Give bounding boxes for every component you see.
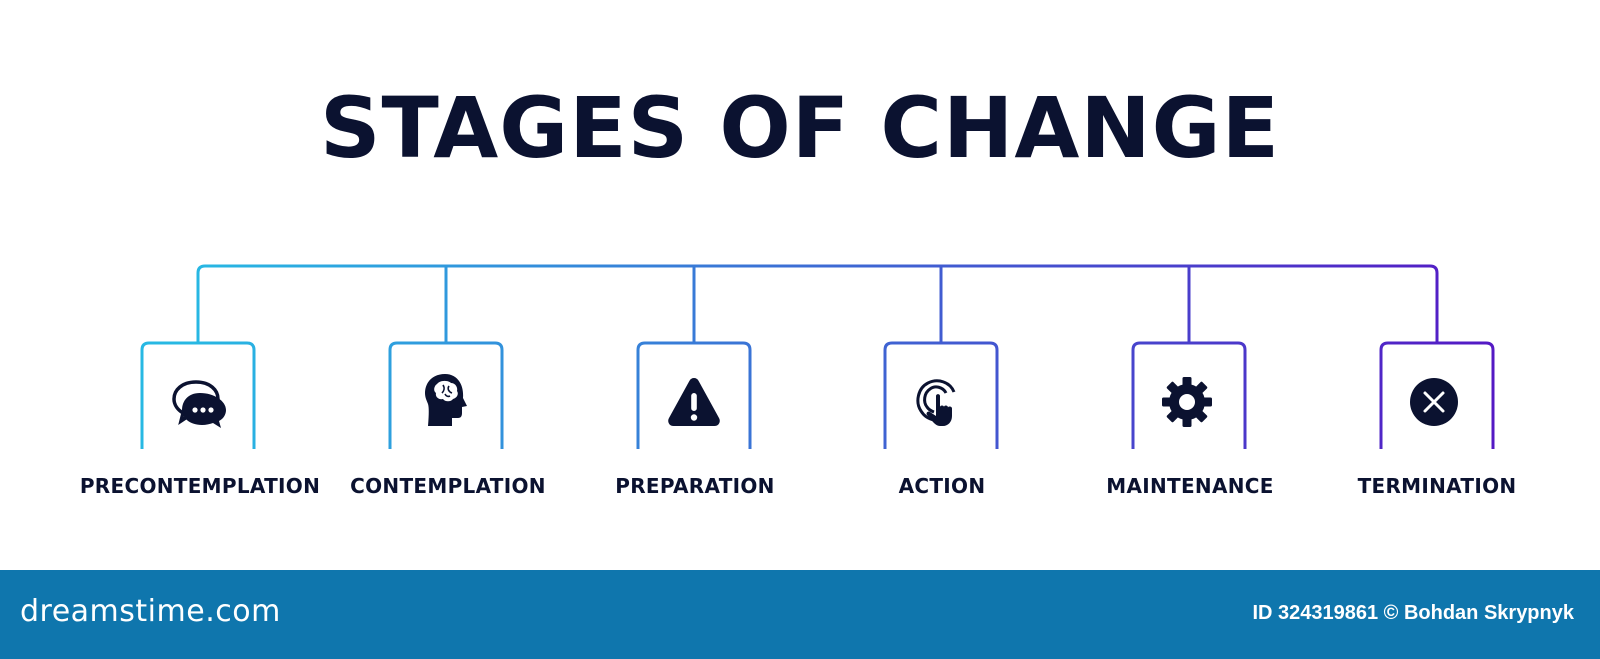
stage-label-action: ACTION xyxy=(898,474,986,498)
stage-label-termination: TERMINATION xyxy=(1357,474,1517,498)
icon-frame xyxy=(1131,341,1247,449)
icon-frame xyxy=(636,341,752,449)
diagram-title: STAGES OF CHANGE xyxy=(320,79,1280,177)
stage-label-contemplation: CONTEMPLATION xyxy=(350,474,546,498)
connector-diagram xyxy=(140,264,1495,449)
connector-bus xyxy=(196,264,1439,343)
close-circle-icon xyxy=(1404,372,1464,432)
click-hand-icon xyxy=(910,370,970,430)
gear-icon xyxy=(1157,372,1217,432)
watermark-footer: dreamstime.com ID 324319861 © Bohdan Skr… xyxy=(0,570,1600,659)
head-brain-icon xyxy=(415,370,475,430)
stage-label-precontemplation: PRECONTEMPLATION xyxy=(79,474,321,498)
icon-frame xyxy=(140,341,256,449)
warning-triangle-icon xyxy=(664,372,724,432)
footer-credit: ID 324319861 © Bohdan Skrypnyk xyxy=(1252,602,1574,624)
icon-frame xyxy=(883,341,999,449)
speech-bubbles-icon xyxy=(170,372,230,432)
icon-frame xyxy=(1379,341,1495,449)
stage-label-maintenance: MAINTENANCE xyxy=(1106,474,1274,498)
icon-frame xyxy=(388,341,504,449)
stage-label-preparation: PREPARATION xyxy=(615,474,775,498)
footer-brand: dreamstime.com xyxy=(20,594,281,629)
